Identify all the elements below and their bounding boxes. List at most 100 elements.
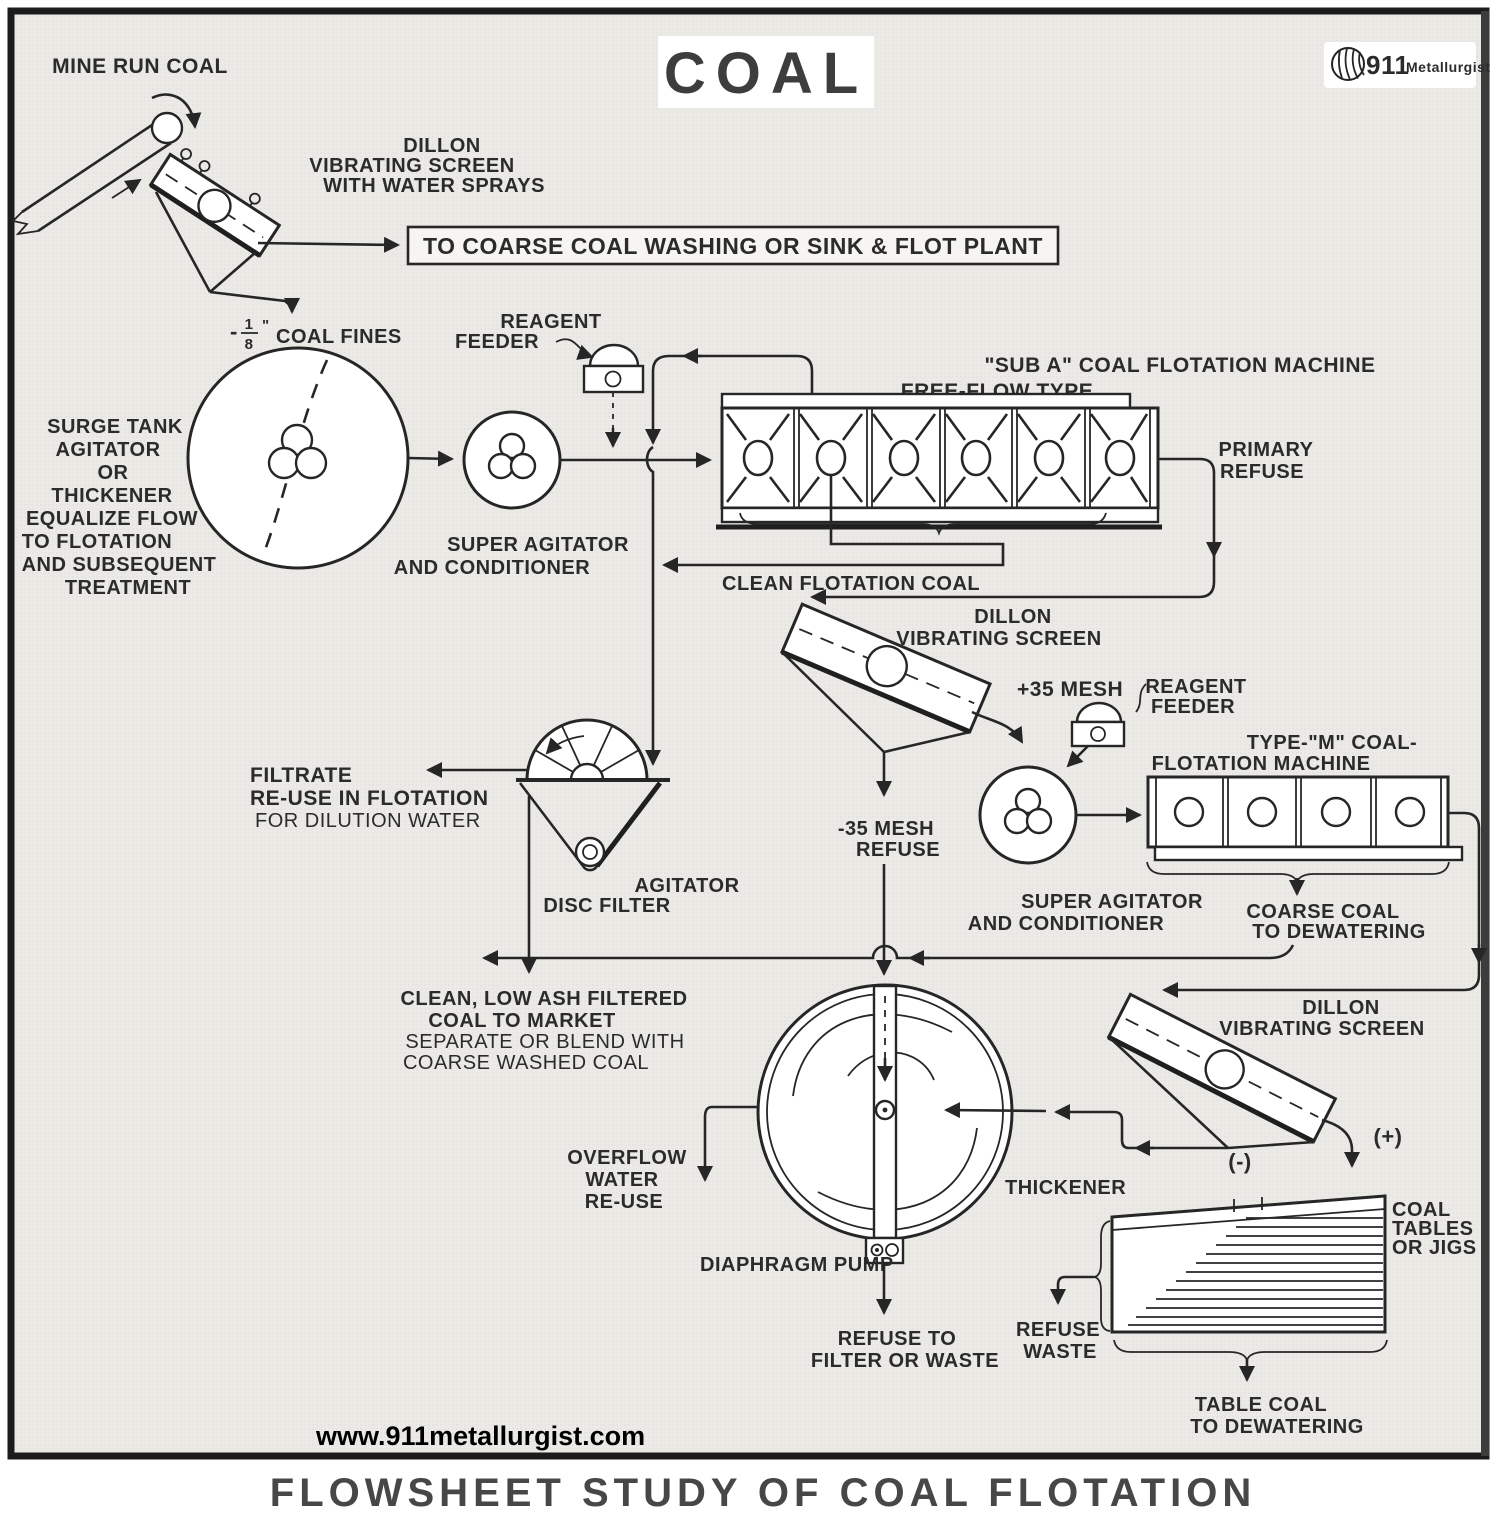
svg-text:": " [262, 317, 270, 334]
typeM-label-2: FLOTATION MACHINE [1152, 753, 1371, 775]
globe-meridians [1337, 48, 1365, 80]
belt-direction-arrow [111, 178, 142, 199]
coal-tables-label-2: TABLES [1392, 1218, 1474, 1240]
svg-text:AND SUBSEQUENT: AND SUBSEQUENT [22, 554, 217, 576]
super-agitator2-label-1: SUPER AGITATOR [1021, 891, 1203, 913]
screen3-vibrator [1204, 1049, 1245, 1090]
agitator-icon [487, 432, 537, 480]
surge-tank-label: SURGE TANK AGITATOR OR THICKENER EQUALIZ… [22, 416, 217, 599]
minus-sign-label: (-) [1228, 1149, 1251, 1174]
coarse-dewater-label-1: COARSE COAL [1246, 901, 1399, 923]
filter-valve [574, 836, 606, 868]
discharge-trajectory [151, 93, 202, 129]
minus35-label-2: REFUSE [856, 839, 940, 861]
plus35-line [971, 710, 1024, 744]
refuse-waste-label-1: REFUSE [1016, 1319, 1100, 1341]
logo: 911 Metallurgist [1324, 42, 1490, 88]
logo-number: 911 [1366, 50, 1409, 80]
disc-hub [569, 762, 605, 782]
subA-underbrace [739, 512, 1107, 536]
reagent-feeder-2 [1066, 701, 1126, 768]
screen3-label-2: VIBRATING SCREEN [1219, 1018, 1424, 1040]
vibrating-screen-2 [779, 602, 993, 735]
svg-text:SURGE TANK: SURGE TANK [47, 416, 183, 438]
filtrate-label-3: FOR DILUTION WATER [255, 810, 481, 832]
thickener-label: THICKENER [1005, 1177, 1126, 1199]
coarse-wash-box [406, 225, 1060, 266]
subA-base [720, 506, 1160, 524]
rotation-arrow [545, 735, 585, 755]
reagent1-label-1: REAGENT [500, 311, 601, 333]
svg-text:EQUALIZE FLOW: EQUALIZE FLOW [26, 508, 198, 530]
typeM-base [1153, 845, 1464, 862]
diaphragm-pump-label: DIAPHRAGM PUMP [700, 1254, 894, 1276]
coal-tables [1110, 1194, 1387, 1334]
thickener [756, 983, 1014, 1241]
clean-coal-line [662, 476, 1005, 573]
filter-feed-column [645, 445, 661, 766]
primary-refuse-label-1: PRIMARY [1219, 439, 1314, 461]
dewater-return-line [482, 944, 1295, 966]
belt-break [11, 211, 39, 236]
svg-text:-: - [230, 319, 238, 344]
conveyor-belt [11, 93, 202, 236]
svg-text:AGITATOR: AGITATOR [55, 439, 160, 461]
rake-arm-2 [817, 1127, 978, 1211]
agitator-icon [267, 423, 328, 480]
screen2-vibrator [865, 644, 908, 688]
title-box [658, 36, 874, 108]
plus-sign-label: (+) [1374, 1124, 1403, 1149]
filtrate-label-2: RE-USE IN FLOTATION [250, 787, 489, 810]
reagent1-pointer [555, 338, 594, 360]
screen3-undersize [944, 1036, 1315, 1156]
screen1-vibrator [197, 188, 232, 224]
subA-flotation-machine [716, 392, 1162, 530]
svg-text:OR: OR [98, 462, 129, 484]
oversize-line [257, 236, 400, 253]
coarse-wash-label: TO COARSE COAL WASHING OR SINK & FLOT PL… [423, 233, 1043, 259]
typeM-label-1: TYPE-"M" COAL- [1247, 732, 1417, 754]
overflow-label-1: OVERFLOW [567, 1147, 687, 1169]
disc-filter-label-1: AGITATOR [634, 875, 739, 897]
reagent-feeder-1 [582, 343, 645, 448]
feeder-dome [1075, 701, 1123, 724]
surge-tank [186, 346, 410, 570]
screen1-label-1: DILLON [403, 135, 480, 157]
reagent2-label-1: REAGENT [1145, 676, 1246, 698]
head-pulley [150, 111, 184, 145]
subA-launder [720, 392, 1132, 410]
svg-text:COAL FINES: COAL FINES [276, 326, 402, 348]
typeM-cells [1173, 796, 1426, 828]
logo-box [1324, 42, 1476, 88]
svg-text:TO FLOTATION: TO FLOTATION [22, 531, 172, 553]
table-coal-label-1: TABLE COAL [1195, 1394, 1327, 1416]
subA-label-1: "SUB A" COAL FLOTATION MACHINE [984, 354, 1375, 377]
rake-arm-1 [792, 1013, 953, 1097]
minus35-label-1: -35 MESH [838, 818, 934, 840]
coarse-dewater-label-2: TO DEWATERING [1252, 921, 1426, 943]
screen1-label-2: VIBRATING SCREEN [309, 155, 514, 177]
vibrating-screen-1 [148, 148, 282, 258]
super-agitator1-label-1: SUPER AGITATOR [447, 534, 629, 556]
super-agitator1-label-2: AND CONDITIONER [394, 557, 590, 579]
screen1-label-3: WITH WATER SPRAYS [323, 175, 545, 197]
plus35-label: +35 MESH [1017, 678, 1123, 701]
primary-refuse-line-2 [810, 556, 1216, 605]
super-agitator-1 [462, 410, 562, 510]
overflow-line [697, 1105, 758, 1182]
primary-refuse-label-2: REFUSE [1220, 461, 1304, 483]
page-title: COAL [664, 41, 868, 106]
reagent2-pointer [1135, 683, 1147, 713]
disc-filter-label-2: DISC FILTER [543, 895, 670, 917]
svg-text:8: 8 [245, 336, 254, 353]
typeM-cell-dividers [1155, 777, 1442, 847]
typeM-flotation-machine [1146, 775, 1464, 862]
refuse-filter-label-2: FILTER OR WASTE [811, 1350, 999, 1372]
clean-low-ash-1: CLEAN, LOW ASH FILTERED [400, 988, 687, 1010]
mine-run-coal-label: MINE RUN COAL [52, 55, 228, 78]
caption: FLOWSHEET STUDY OF COAL FLOTATION [270, 1471, 1256, 1515]
super-agitator2-label-2: AND CONDITIONER [968, 913, 1164, 935]
table-coal-label-2: TO DEWATERING [1190, 1416, 1364, 1438]
